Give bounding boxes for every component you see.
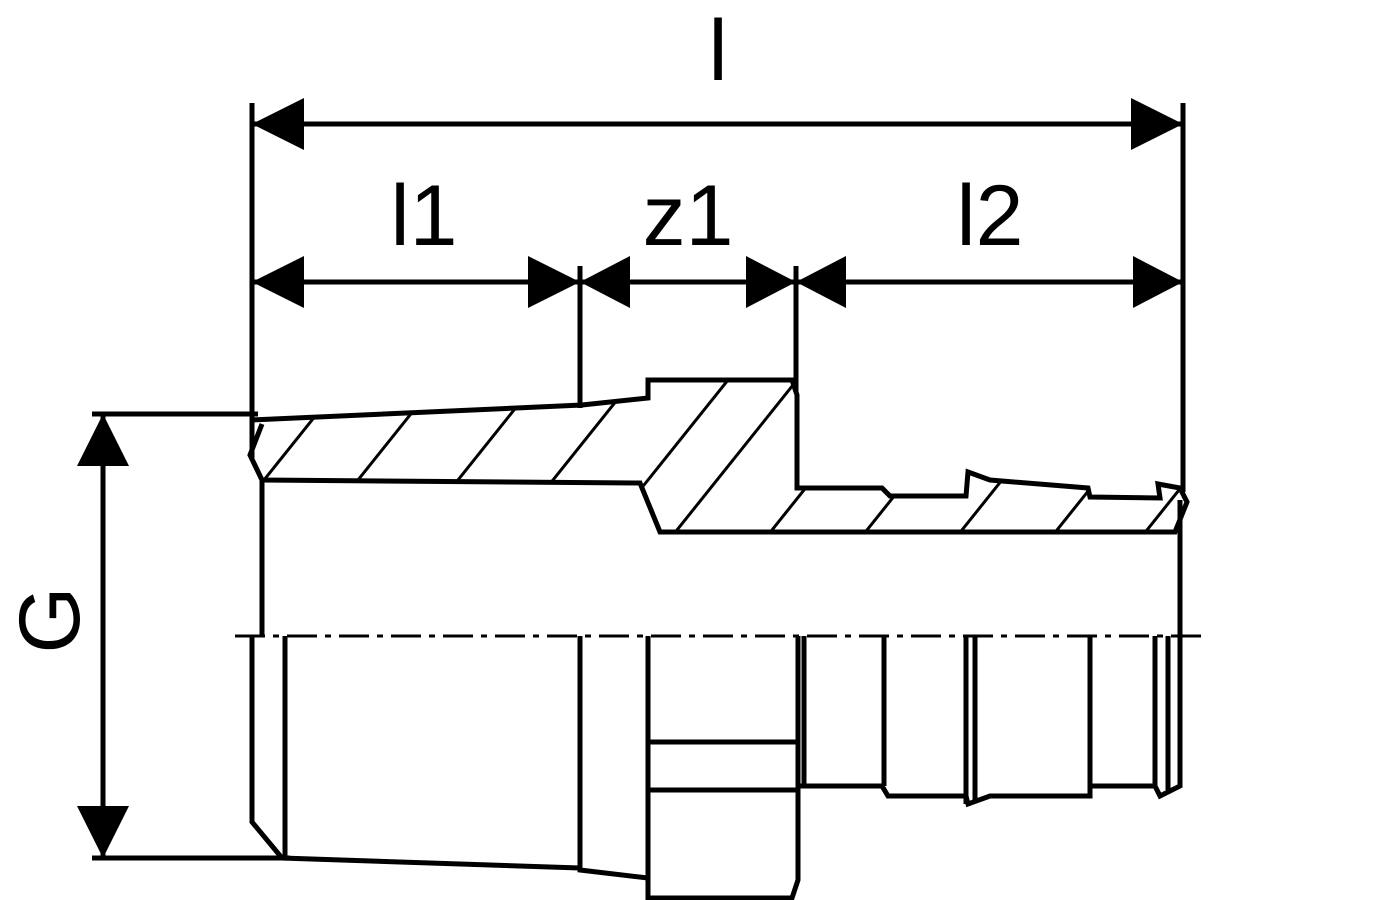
spigot-outline — [798, 636, 1183, 808]
dimension-chain: l1 z1 l2 — [252, 168, 1183, 308]
dimension-label-z1: z1 — [643, 168, 734, 264]
dimension-label-l2: l2 — [957, 168, 1024, 264]
dimension-label-l: l — [708, 3, 727, 99]
section-view — [247, 377, 1190, 636]
arrowhead-icon — [77, 806, 129, 858]
arrowhead-icon — [796, 256, 846, 308]
arrowhead-icon — [580, 256, 630, 308]
arrowhead-icon — [252, 256, 304, 308]
thread-outline — [249, 636, 581, 871]
arrowhead-icon — [528, 256, 580, 308]
external-view — [249, 636, 1183, 900]
dimension-g: G — [2, 414, 129, 858]
dimension-l: l — [252, 3, 1183, 150]
arrowhead-icon — [77, 414, 129, 466]
arrowhead-icon — [252, 98, 304, 150]
arrowhead-icon — [746, 256, 796, 308]
dimension-label-l1: l1 — [391, 168, 458, 264]
section-hatching — [250, 380, 1187, 532]
arrowhead-icon — [1133, 256, 1183, 308]
section-outline — [247, 377, 1190, 535]
arrowhead-icon — [1131, 98, 1183, 150]
dimension-label-g: G — [2, 587, 98, 654]
hex-outline — [577, 636, 801, 900]
